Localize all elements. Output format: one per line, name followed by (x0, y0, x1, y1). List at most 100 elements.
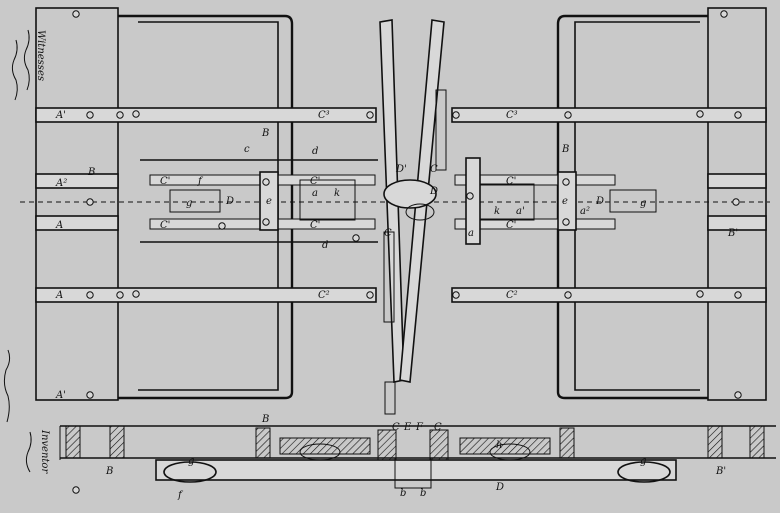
elevation-main-bar (155, 459, 677, 481)
crossbar-top-right (451, 107, 767, 123)
right-side-frame (707, 7, 767, 401)
label-D1: D' (395, 164, 407, 175)
label-C-upper: C (430, 164, 438, 175)
bolt (366, 111, 374, 119)
label-C1-e: C' (310, 220, 320, 231)
bolt (116, 111, 124, 119)
label-C2-right: C² (506, 290, 518, 301)
label-a1: a' (516, 206, 525, 217)
bolt (564, 111, 572, 119)
bolt (262, 178, 270, 186)
label-a: a (312, 188, 318, 199)
hatch-block-6 (559, 427, 575, 459)
label-F-elev: F (415, 422, 424, 433)
bracket-a (465, 157, 481, 245)
right-truck-inner (574, 21, 700, 391)
letter-labels: A' A² A A A' B B B B' C³ C³ C² C² C' C' … (55, 110, 738, 501)
bolt (72, 486, 80, 494)
bolt (466, 192, 474, 200)
label-A-mid2: A (55, 220, 63, 231)
label-e-left: e (266, 196, 272, 207)
bolt (696, 290, 704, 298)
bolt (366, 291, 374, 299)
bolt (86, 198, 94, 206)
label-C1-d: C' (160, 220, 170, 231)
label-C1-b: C' (310, 176, 320, 187)
elevation-view (59, 425, 776, 489)
bolt (562, 178, 570, 186)
label-C-elev: C (392, 422, 400, 433)
label-k-right: k (494, 206, 500, 217)
label-D-left: D (225, 196, 234, 207)
hatch-block-2 (109, 425, 125, 459)
hatch-block-3 (255, 427, 271, 459)
bolt (72, 10, 80, 18)
label-B: B (261, 128, 269, 139)
bolt (734, 291, 742, 299)
lever-link-upper (435, 89, 447, 171)
crossbar-bottom-right (451, 287, 767, 303)
label-C3-right: C³ (506, 110, 518, 121)
witnesses-block: Witnesses (3, 29, 46, 423)
inventor-label: Inventor (39, 429, 50, 474)
label-b-elev-2: b (420, 488, 426, 499)
inventor-block: Inventor (25, 429, 50, 474)
coupler-ellipse-left (163, 461, 217, 483)
bolt (452, 111, 460, 119)
label-B-elev: B (261, 414, 269, 425)
left-side-frame (35, 7, 119, 401)
label-A-low: A (55, 290, 63, 301)
label-B1-elev: B' (715, 466, 726, 477)
coupler-ellipse-right (617, 461, 671, 483)
label-f: f (197, 176, 204, 187)
label-C1-c: C' (506, 176, 516, 187)
block-c-left (259, 171, 279, 231)
label-B-elev-left: B (105, 466, 113, 477)
label-g-left: g (186, 198, 192, 209)
label-B-left: B (87, 167, 95, 178)
inventor-signature (25, 431, 32, 473)
witness-signature-1 (23, 29, 30, 91)
bolt (262, 218, 270, 226)
label-B-right: B (561, 144, 569, 155)
label-C3-left: C³ (318, 110, 330, 121)
label-f-elev: f (177, 490, 184, 501)
plan-view (20, 7, 770, 494)
label-e-right: e (562, 196, 568, 207)
coupler-g-left (169, 189, 221, 213)
slide-box-left (299, 179, 356, 221)
bolt (132, 110, 140, 118)
witness-signature-2 (11, 39, 18, 101)
label-c: c (244, 144, 250, 155)
bolt (86, 291, 94, 299)
hatch-block-1 (65, 425, 81, 459)
label-d-upper: d (312, 146, 318, 157)
bolt (720, 10, 728, 18)
label-k-left: k (334, 188, 340, 199)
label-D-right: D (595, 196, 604, 207)
witnesses-label: Witnesses (35, 30, 46, 81)
bolt (218, 222, 226, 230)
hatch-block-7 (707, 425, 723, 459)
spring-ellipse-left (299, 443, 341, 461)
central-cam (383, 179, 437, 209)
label-D: D (429, 186, 438, 197)
bolt (116, 291, 124, 299)
label-C1-f: C' (506, 220, 516, 231)
bolt (452, 291, 460, 299)
central-cam-inner (405, 203, 435, 221)
bolt (562, 218, 570, 226)
left-truck-frame (118, 14, 294, 400)
label-g-elev-right: g (640, 456, 646, 467)
bolt (86, 111, 94, 119)
spring-right (459, 437, 551, 455)
lever-link-lower (383, 231, 395, 323)
rod-lower-right (454, 218, 616, 230)
left-truck-inner (138, 21, 279, 391)
bolt (352, 234, 360, 242)
label-B1: B' (727, 228, 738, 239)
coupler-g-right (609, 189, 657, 213)
label-C-elev-2: C (434, 422, 442, 433)
